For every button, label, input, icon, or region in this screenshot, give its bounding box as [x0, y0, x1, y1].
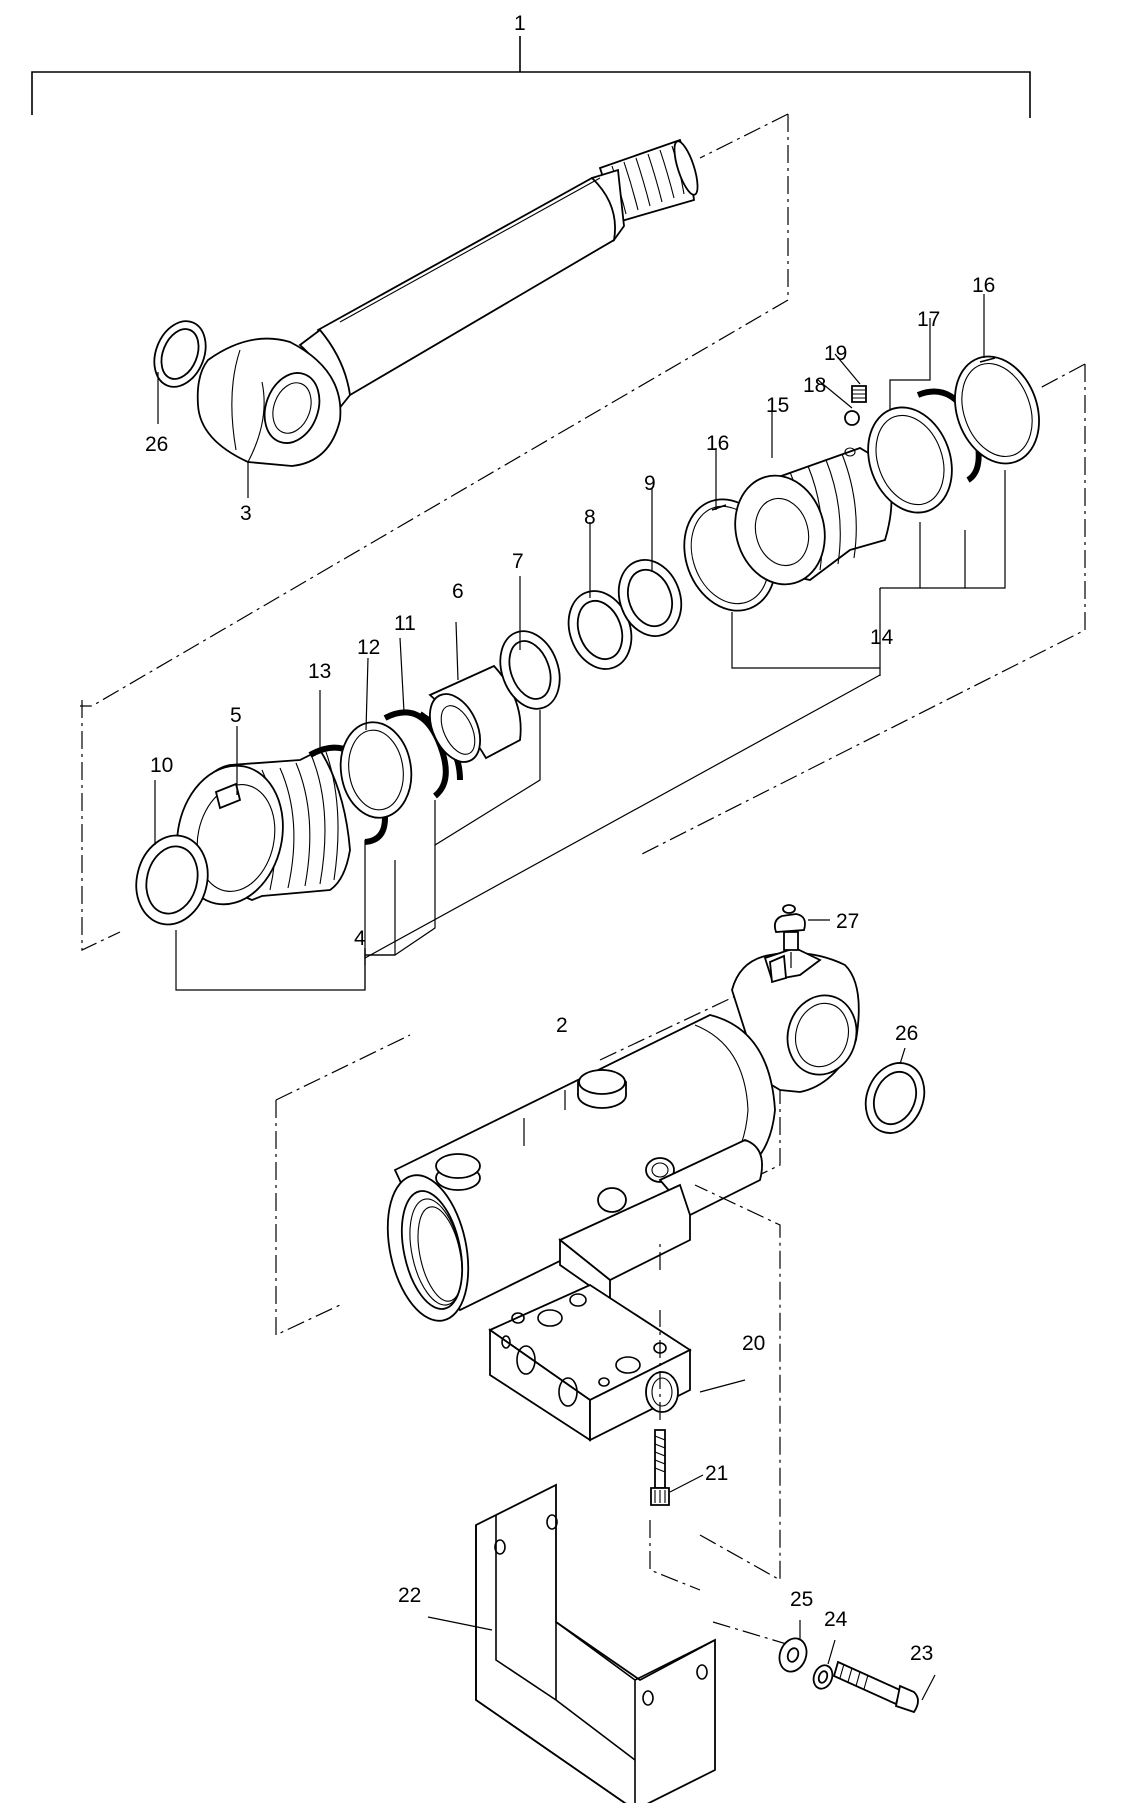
- piston-dash-boundary: [81, 363, 1086, 951]
- ring-17: [867, 406, 953, 514]
- lock-washer-24: [812, 1664, 834, 1690]
- label-24: 24: [824, 1608, 848, 1631]
- label-5: 5: [230, 704, 242, 727]
- label-23: 23: [910, 1642, 933, 1665]
- label-15: 15: [766, 394, 789, 417]
- label-7: 7: [512, 550, 524, 573]
- ring-12: [339, 721, 413, 819]
- label-21: 21: [705, 1462, 728, 1485]
- assembly-bracket-1: [31, 36, 1031, 118]
- valve-block-20: [488, 1283, 692, 1442]
- leader-lines: [154, 294, 985, 1701]
- bracket-4: [175, 710, 541, 991]
- set-screw-19: [851, 385, 867, 403]
- bracket-14: [731, 470, 1006, 676]
- bushing-6: [428, 664, 522, 763]
- alignment-line-22: [649, 1184, 781, 1591]
- alignment-line-23: [712, 1621, 791, 1646]
- part-labels: 1 26 3 16 17 19 18 15 16 9 8 7 6 14 11 1…: [145, 12, 995, 1665]
- label-25: 25: [790, 1588, 813, 1611]
- label-26-lower: 26: [895, 1022, 918, 1045]
- label-8: 8: [584, 506, 596, 529]
- piston-rod: [196, 138, 699, 467]
- rod-dash-boundary: [80, 113, 789, 707]
- label-20: 20: [742, 1332, 765, 1355]
- label-22: 22: [398, 1584, 421, 1607]
- ring-16-right: [954, 355, 1040, 465]
- ring-10: [135, 834, 209, 926]
- label-4: 4: [354, 927, 366, 950]
- ring-26-lower: [864, 1062, 926, 1134]
- label-17: 17: [917, 308, 940, 331]
- label-27: 27: [836, 910, 859, 933]
- label-6: 6: [452, 580, 464, 603]
- cylinder-barrel-2: [386, 947, 860, 1322]
- ring-7: [499, 630, 561, 710]
- label-19: 19: [824, 342, 847, 365]
- ring-8: [567, 590, 633, 670]
- label-11: 11: [394, 612, 416, 635]
- label-14: 14: [870, 626, 894, 649]
- ball-18: [844, 410, 860, 426]
- label-9: 9: [644, 472, 656, 495]
- label-10: 10: [150, 754, 173, 777]
- grease-nipple-27: [773, 904, 806, 968]
- label-1: 1: [514, 12, 526, 35]
- label-16-right: 16: [972, 274, 995, 297]
- label-13: 13: [308, 660, 331, 683]
- washer-25: [778, 1637, 808, 1673]
- label-18: 18: [803, 374, 826, 397]
- piston-15: [734, 447, 893, 586]
- label-2: 2: [556, 1014, 568, 1037]
- label-12: 12: [357, 636, 380, 659]
- bracket-22: [475, 1483, 716, 1803]
- bolt-23: [832, 1660, 919, 1714]
- label-16-middle: 16: [706, 432, 729, 455]
- screw-21: [650, 1429, 670, 1506]
- label-26-top: 26: [145, 433, 168, 456]
- ring-26-top: [153, 320, 207, 388]
- label-3: 3: [240, 502, 252, 525]
- ring-9: [617, 559, 683, 637]
